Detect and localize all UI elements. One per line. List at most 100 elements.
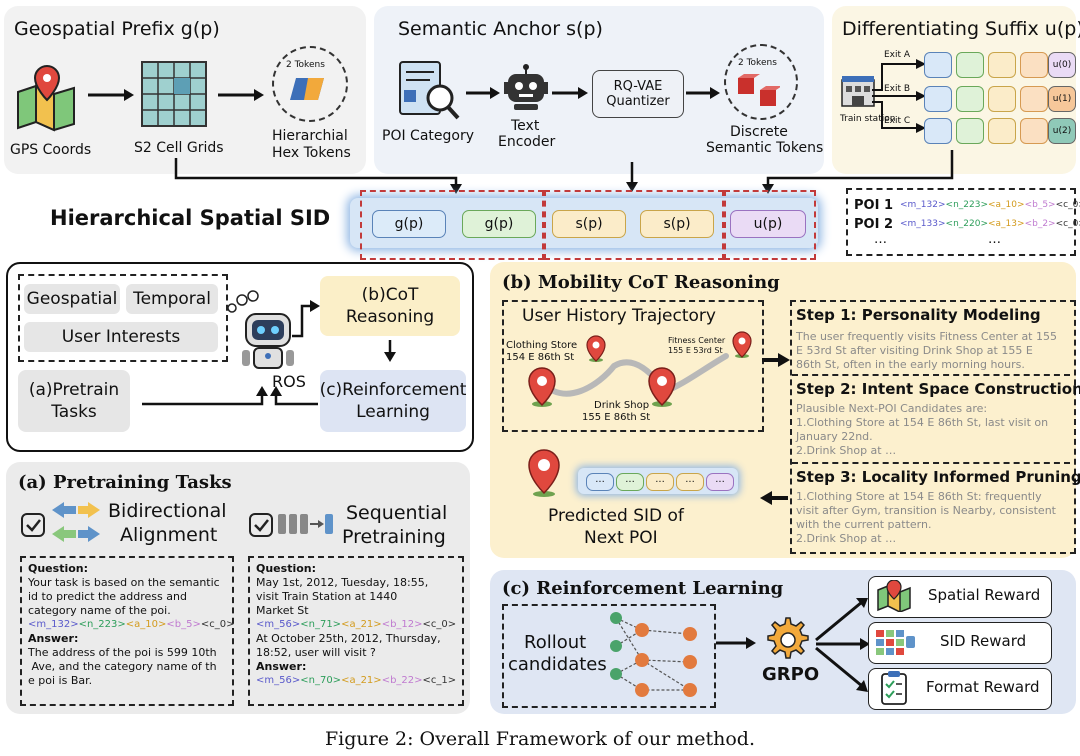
sid-token-text: <n_220> — [945, 219, 988, 229]
example-line: May 1st, 2012, Tuesday, 18:55, — [256, 576, 429, 589]
rl-label-2: Learning — [356, 402, 430, 422]
suffix-token-cell — [1020, 86, 1048, 112]
suffix-token-end: u(1) — [1048, 86, 1076, 112]
reinforcement-learning-box: (c)Reinforcement Learning — [320, 370, 466, 432]
sid-reward-label: SID Reward — [940, 632, 1027, 650]
example-line: 1.Clothing Store at 154 E 86th St, last … — [796, 416, 1049, 429]
cot-label-1: (b)CoT — [361, 285, 419, 305]
ros-label: ROS — [272, 372, 306, 391]
suffix-token-end: u(2) — [1048, 118, 1076, 144]
sid-token-text: <b_22> — [381, 675, 423, 686]
suffix-token-end: u(0) — [1048, 52, 1076, 78]
clothing-store-label: Clothing Store — [506, 340, 578, 351]
context-group — [18, 274, 228, 362]
suffix-token-cell — [956, 86, 984, 112]
poi1-sequence: <m_132><n_223><a_10><b_5><c_0> — [900, 200, 1080, 210]
thought-bubble-icon — [227, 290, 259, 313]
train-station-icon — [841, 76, 875, 107]
map-pin-icon — [586, 335, 606, 362]
sid-token-text: <a_13> — [988, 219, 1025, 229]
hex-token-icon — [290, 78, 324, 100]
example-line: visit Train Station at 1440 — [256, 590, 398, 603]
poi-example-box — [846, 188, 1076, 256]
example-line: id to predict the address and — [28, 590, 187, 603]
arrow-right-icon — [762, 353, 790, 367]
fitness-center-label: Fitness Center — [668, 336, 726, 345]
arrow-left-icon — [760, 491, 788, 505]
sid-token-text: <c_0> — [1055, 200, 1080, 210]
example-sequence: <m_56><n_70><a_21><b_22><c_1> — [256, 674, 456, 688]
diff-suffix-title: Differentiating Suffix u(p) — [842, 18, 1080, 40]
clipboard-icon — [881, 671, 907, 705]
map-pin-icon — [648, 367, 676, 407]
step-divider — [792, 462, 1070, 464]
exit-b-label: Exit B — [884, 84, 911, 94]
two-tokens-label: 2 Tokens — [738, 58, 777, 68]
example-line: 2.Drink Shop at … — [796, 444, 897, 457]
robot-icon — [242, 313, 294, 369]
robot-icon — [504, 64, 548, 110]
pretrain-tasks-box: (a)Pretrain Tasks — [18, 370, 130, 432]
temporal-chip: Temporal — [126, 284, 218, 314]
predicted-label-1: Predicted SID of — [548, 506, 684, 526]
sid-token-text: <a_10> — [125, 619, 167, 630]
sid-token-text: <b_5> — [1024, 200, 1056, 210]
poi1-label: POI 1 — [854, 198, 893, 213]
sid-token-text: <c_0> — [422, 619, 457, 630]
rollout-paths-icon — [610, 612, 697, 697]
example-line: 18:52, user will visit ? — [256, 646, 376, 659]
discrete-label-1: Discrete — [730, 124, 788, 140]
step2-title: Step 2: Intent Space Construction — [796, 380, 1080, 398]
predicted-token: ··· — [676, 473, 704, 491]
hex-token-circle — [272, 46, 348, 122]
suffix-token-cell — [924, 52, 952, 78]
train-station-label: Train station — [840, 114, 896, 124]
arrow-icon — [466, 87, 500, 99]
suffix-token-cell — [956, 52, 984, 78]
format-reward-label: Format Reward — [926, 678, 1040, 696]
figure-caption: Figure 2: Overall Framework of our metho… — [325, 728, 755, 750]
hex-label-1: Hierarchial — [272, 128, 348, 144]
map-pin-icon — [17, 64, 75, 132]
predicted-label-2: Next POI — [584, 528, 658, 548]
sequential-label-1: Sequential — [346, 502, 448, 524]
reward-arrows — [815, 598, 870, 692]
sid-token-text: <a_21> — [341, 675, 382, 686]
bidirectional-example-box — [20, 556, 234, 706]
sid-token-text: <n_223> — [945, 200, 988, 210]
suffix-token-cell — [988, 86, 1016, 112]
gear-icon — [767, 617, 809, 659]
sid-token-text: <n_223> — [78, 619, 126, 630]
sid-token-text: <b_12> — [381, 619, 423, 630]
check-icon — [249, 513, 273, 537]
geospatial-chip: Geospatial — [24, 284, 120, 314]
exit-c-label: Exit C — [884, 116, 911, 126]
map-pin-icon — [528, 449, 560, 497]
sid-token-text: <a_10> — [988, 200, 1025, 210]
sid-token-text: <b_5> — [166, 619, 201, 630]
poi-category-label: POI Category — [382, 128, 474, 144]
sequential-example-box — [248, 556, 464, 706]
example-label: Answer: — [256, 660, 307, 673]
sid-token-text: <m_133> — [900, 219, 946, 229]
example-sequence: <m_56><n_71><a_21><b_12><c_0> — [256, 618, 456, 632]
step3-text: 1.Clothing Store at 154 E 86th St: frequ… — [796, 490, 1056, 546]
rollout-label-2: candidates — [508, 654, 607, 675]
clothing-store-address: 154 E 86th St — [506, 352, 575, 363]
gps-label: GPS Coords — [10, 142, 92, 158]
blocks-icon — [876, 630, 915, 655]
sid-token-geo-2: g(p) — [462, 210, 536, 238]
sid-token-text: <c_1> — [422, 675, 457, 686]
arrow-icon — [88, 89, 134, 101]
example-line: 1.Clothing Store at 154 E 86th St: frequ… — [796, 490, 1042, 503]
cot-reasoning-box: (b)CoT Reasoning — [320, 276, 460, 336]
example-label: Question: — [256, 562, 317, 575]
example-line: January 22nd. — [796, 430, 873, 443]
discrete-label-2: Semantic Tokens — [706, 140, 824, 156]
example-sequence: <m_132><n_223><a_10><b_5><c_0> — [28, 618, 235, 632]
example-label: Question: — [28, 562, 89, 575]
predicted-token: ··· — [706, 473, 734, 491]
sid-sem-group — [544, 190, 724, 260]
arrow-icon — [218, 89, 264, 101]
document-search-icon — [399, 61, 460, 120]
